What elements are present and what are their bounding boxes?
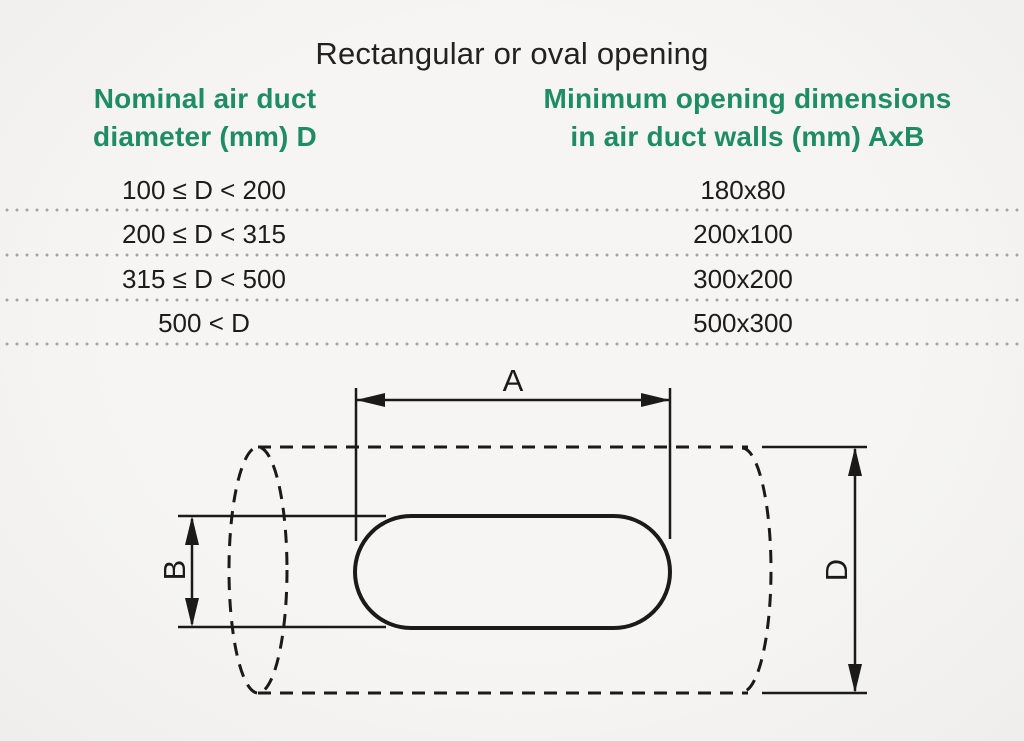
duct-near-end-arc	[741, 446, 773, 694]
column-header-opening: Minimum opening dimensions in air duct w…	[505, 80, 990, 156]
table-row-2-diameter-range: 315 ≤ D < 500	[122, 264, 286, 294]
dimension-d-label: D	[819, 559, 854, 581]
dimension-b-arrow-top	[185, 516, 199, 545]
table-row-separator	[0, 342, 1024, 346]
table-row-2-opening: 300x200	[693, 264, 793, 294]
dimension-d	[762, 445, 867, 695]
table-row-separator	[0, 208, 1024, 212]
table-row-1-opening: 200x100	[693, 219, 793, 249]
dimension-d-arrow-top	[848, 447, 862, 476]
dimension-b	[178, 514, 386, 629]
table-row-separator	[0, 253, 1024, 257]
table-row-0-diameter-range: 100 ≤ D < 200	[122, 175, 286, 205]
table-row-1-diameter-range: 200 ≤ D < 315	[122, 219, 286, 249]
page-title: Rectangular or oval opening	[315, 36, 709, 71]
duct-far-end-ellipse	[227, 445, 289, 695]
dimension-a-arrow-left	[356, 393, 385, 407]
column-header-diameter: Nominal air duct diameter (mm) D	[30, 80, 380, 156]
oval-opening-shape	[353, 514, 672, 630]
dimension-a-arrow-right	[641, 393, 670, 407]
duct-outline-dashed	[227, 445, 773, 695]
table-row-3-diameter-range: 500 < D	[158, 308, 250, 338]
dimension-b-arrow-bottom	[185, 598, 199, 627]
column-header-opening-line1: Minimum opening dimensions	[543, 83, 952, 114]
column-header-diameter-line2: diameter (mm) D	[93, 121, 317, 152]
table-row-0-opening: 180x80	[700, 175, 786, 205]
dimension-a-label: A	[503, 363, 524, 398]
column-header-diameter-line1: Nominal air duct	[93, 83, 317, 114]
column-header-opening-line2: in air duct walls (mm) AxB	[570, 121, 925, 152]
table-row-3-opening: 500x300	[693, 308, 793, 338]
dimension-a	[354, 388, 672, 541]
table-row-separator	[0, 298, 1024, 302]
dimension-d-arrow-bottom	[848, 664, 862, 693]
dimension-b-label: B	[157, 560, 192, 581]
